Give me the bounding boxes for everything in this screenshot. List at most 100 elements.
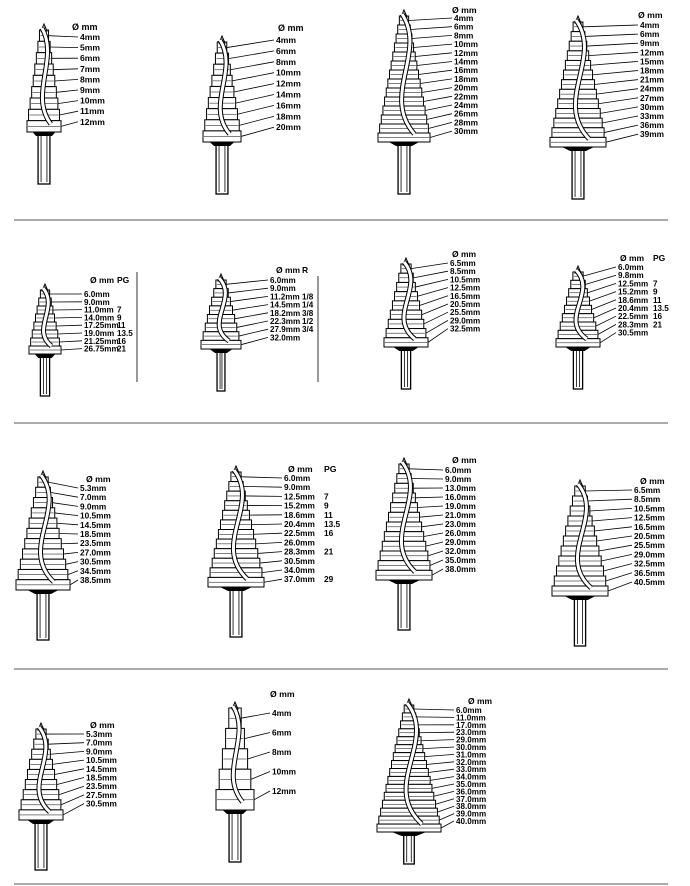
- standard-label: 21: [324, 547, 334, 557]
- diameter-label: 6.0mm: [84, 290, 110, 299]
- step-drill-7: Ø mm6.5mm8.5mm10.5mm12.5mm16.5mm20.5mm25…: [383, 249, 480, 390]
- diameter-label: 16.5mm: [634, 522, 665, 532]
- diameter-label: 29.0mm: [450, 316, 480, 325]
- leader-line: [226, 279, 269, 285]
- leader-line: [594, 79, 639, 85]
- diameter-header: Ø mm: [278, 23, 304, 33]
- leader-line: [585, 274, 617, 285]
- diameter-label: 12mm: [640, 47, 664, 57]
- leader-line: [592, 517, 633, 522]
- leader-line: [63, 552, 79, 555]
- drill-flute-highlight: [404, 702, 423, 826]
- leader-line: [239, 115, 275, 126]
- diameter-label: 6mm: [640, 29, 659, 39]
- diameter-label: 36.0mm: [456, 787, 486, 796]
- leader-line: [232, 72, 275, 82]
- diameter-label: 32.0mm: [445, 546, 476, 556]
- standard-header: R: [302, 265, 308, 275]
- diameter-label: 39.0mm: [456, 810, 486, 819]
- leader-line: [426, 113, 453, 120]
- diameter-label: 6mm: [454, 22, 473, 32]
- standard-label: 16: [117, 337, 127, 346]
- leader-line: [603, 124, 639, 133]
- leader-line: [413, 708, 455, 711]
- diameter-label: 10mm: [272, 767, 296, 777]
- diameter-label: 33mm: [640, 111, 664, 121]
- standard-header: PG: [653, 253, 666, 263]
- diameter-label: 28.3mm: [284, 547, 315, 557]
- diameter-label: 19.0mm: [445, 501, 476, 511]
- leader-line: [440, 820, 455, 829]
- standard-label: 16: [653, 312, 663, 321]
- leader-line: [603, 563, 633, 572]
- diameter-label: 14.5mm: [270, 301, 300, 310]
- leader-line: [426, 761, 455, 765]
- leader-line: [582, 24, 639, 28]
- diameter-label: 17.0mm: [456, 721, 486, 730]
- leader-line: [416, 61, 453, 66]
- diameter-label: 31.0mm: [456, 750, 486, 759]
- drill-shank: [37, 133, 51, 185]
- standard-label: 9: [324, 501, 329, 511]
- diameter-label: 12.5mm: [450, 284, 480, 293]
- leader-line: [257, 551, 283, 554]
- leader-line: [417, 505, 444, 508]
- diameter-label: 27.5mm: [86, 790, 117, 800]
- leader-line: [584, 33, 639, 37]
- diameter-header: Ø mm: [72, 22, 98, 32]
- diameter-label: 4mm: [276, 35, 296, 45]
- diameter-label: 30mm: [454, 126, 478, 136]
- drill-shank: [571, 148, 585, 200]
- diameter-label: 7.0mm: [80, 492, 106, 502]
- leader-line: [54, 79, 79, 82]
- diameter-header: Ø mm: [90, 275, 115, 285]
- diameter-header: Ø mm: [452, 455, 477, 465]
- diameter-label: 9.0mm: [86, 746, 112, 756]
- diameter-label: 8mm: [80, 74, 100, 84]
- drill-flute-highlight: [39, 474, 55, 584]
- diameter-label: 15.2mm: [284, 501, 315, 511]
- diameter-label: 9.0mm: [445, 474, 471, 484]
- diameter-label: 12mm: [454, 48, 478, 58]
- diameter-label: 21.25mm: [84, 337, 119, 346]
- leader-line: [421, 87, 453, 93]
- leader-line: [591, 299, 617, 310]
- leader-line: [61, 542, 79, 545]
- diameter-label: 11.0mm: [456, 713, 486, 722]
- standard-label: 1/2: [302, 317, 314, 326]
- leader-line: [419, 731, 455, 734]
- leader-line: [587, 283, 617, 294]
- diameter-label: 4mm: [640, 20, 659, 30]
- leader-line: [52, 759, 85, 765]
- diameter-label: 16mm: [276, 100, 301, 110]
- diameter-label: 6.5mm: [634, 485, 660, 495]
- leader-line: [69, 579, 79, 586]
- standard-label: 21: [653, 320, 663, 329]
- leader-line: [251, 523, 283, 526]
- diameter-label: 18.5mm: [86, 773, 117, 783]
- leader-line: [53, 68, 79, 71]
- drill-flute-highlight: [400, 13, 416, 135]
- step-drill-3: Ø mm4mm6mm8mm10mm12mm14mm16mm18mm20mm22m…: [377, 5, 478, 195]
- diameter-label: 12.5mm: [284, 491, 315, 501]
- leader-line: [425, 320, 449, 334]
- diameter-label: 23.5mm: [86, 781, 117, 791]
- leader-line: [236, 320, 269, 328]
- leader-line: [431, 568, 444, 576]
- diameter-label: 9mm: [80, 85, 100, 95]
- diameter-label: 38.5mm: [80, 575, 111, 585]
- diameter-label: 10mm: [276, 68, 301, 78]
- drill-flute-highlight: [217, 276, 230, 343]
- diameter-label: 26mm: [454, 109, 478, 119]
- diameter-label: 8.5mm: [634, 494, 660, 504]
- leader-line: [601, 554, 633, 562]
- leader-line: [428, 122, 453, 129]
- diameter-label: 25.5mm: [450, 308, 480, 317]
- diameter-header: Ø mm: [452, 249, 477, 259]
- leader-line: [427, 328, 449, 343]
- diameter-label: 32.5mm: [634, 559, 665, 569]
- leader-line: [587, 498, 633, 502]
